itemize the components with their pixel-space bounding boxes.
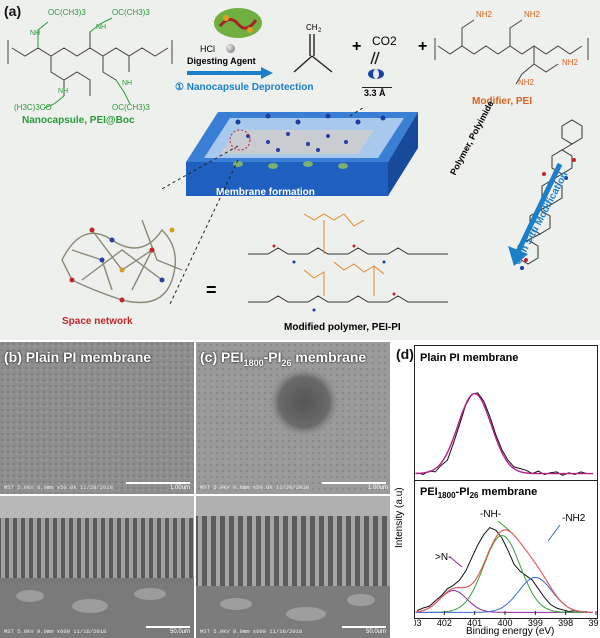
panel-c-top-scale: 1.00um <box>368 485 389 491</box>
svg-text:2: 2 <box>318 28 322 34</box>
modifier-label: Modifier, PEI <box>472 96 533 107</box>
hcl-label: HCl <box>200 44 215 54</box>
boc-group-2: OC(CH3)3 <box>112 8 150 17</box>
peak-label-secondary: -NH- <box>480 509 502 520</box>
panel-a-label: (a) <box>4 3 22 19</box>
x-tick-label-1: 402 <box>437 618 452 628</box>
modification-arrow-icon <box>508 162 563 266</box>
equals-sign: = <box>206 280 217 300</box>
isobutylene-structure: CH 2 <box>293 23 333 73</box>
xps-bottom-raw-series <box>416 526 587 613</box>
xps-top-title: Plain PI membrane <box>420 352 519 364</box>
sem-crosssection-plain <box>0 496 194 638</box>
boc-group-4: OC(CH3)3 <box>112 103 150 112</box>
svg-text:CH: CH <box>306 23 318 32</box>
panel-b-top-scalebar <box>126 482 190 484</box>
xps-bottom-fit-envelope <box>415 529 593 613</box>
space-network-image <box>61 219 183 304</box>
x-tick-label-4: 399 <box>528 618 543 628</box>
x-tick-label-6: 397 <box>588 618 598 628</box>
spacing-label: 3.3 Å <box>364 88 386 98</box>
nh2-label-2: NH2 <box>524 10 541 19</box>
spacing-bar <box>362 87 392 88</box>
nh2-label-3: NH2 <box>518 78 535 87</box>
pointer-secondary <box>497 520 511 532</box>
plus-sign-2: + <box>418 38 428 55</box>
panel-d-label: (d) <box>396 346 414 362</box>
nh-label-3: NH <box>58 88 69 95</box>
co2-molecule-icon <box>368 51 384 79</box>
panel-b-title: (b) Plain PI membrane <box>4 349 152 365</box>
panel-c-bottom-scalebar <box>342 626 386 628</box>
x-tick-label-0: 403 <box>414 618 422 628</box>
modified-polymer-label: Modified polymer, PEI-PI <box>284 322 401 333</box>
nanocapsule-label: Nanocapsule, PEI@Boc <box>22 115 135 126</box>
co2-label: CO2 <box>372 34 397 48</box>
membrane-formation-label: Membrane formation <box>216 187 315 198</box>
panel-b-bottom-meta: MST 5.0kV 9.0mm x600 11/16/2018 <box>4 628 107 635</box>
sem-surface-plain <box>0 342 194 494</box>
xps-y-axis-label: Intensity (a.u) <box>394 487 405 548</box>
x-tick-label-2: 401 <box>467 618 482 628</box>
xps-chart: 403 402 401 400 399 398 397 <box>414 392 598 628</box>
pointer-tertiary <box>449 556 463 568</box>
x-tick-label-3: 400 <box>497 618 512 628</box>
plus-sign-1: + <box>352 38 362 55</box>
modified-polymer-structure <box>248 213 448 312</box>
nh-label-2: NH <box>96 24 107 31</box>
boc-group-3: (H3C)3CO <box>14 103 52 112</box>
panel-c-bottom-meta: MST 5.0kV 8.9mm x600 11/16/2018 <box>200 628 303 635</box>
nh-label-4: NH <box>122 80 133 87</box>
nanocapsule-structure <box>7 17 173 109</box>
xps-chart-frame <box>414 345 598 619</box>
digesting-agent-label: Digesting Agent <box>187 56 256 66</box>
sem-surface-modified <box>196 342 390 494</box>
digesting-agent-icon <box>214 8 262 38</box>
panel-c-top-scalebar <box>322 482 386 484</box>
deprotection-arrow-icon <box>187 67 273 79</box>
xps-top-fit-envelope <box>415 392 593 475</box>
sem-crosssection-modified <box>196 496 390 638</box>
peak-label-primary: -NH2 <box>562 513 586 524</box>
membrane-slab <box>186 112 418 196</box>
nh2-label-4: NH2 <box>562 58 579 67</box>
xps-x-axis-label: Binding energy (eV) <box>466 626 555 637</box>
xps-bottom-title: PEI1800-PI26 membrane <box>420 486 538 501</box>
x-tick-label-5: 398 <box>558 618 573 628</box>
xps-bottom-component-1 <box>415 534 593 613</box>
panel-b-bottom-scale: 50.0um <box>170 629 191 635</box>
panel-b-top-scale: 1.00um <box>170 485 191 491</box>
panel-b-top-meta: MST 5.0kV 8.9mm x50.0k 11/20/2018 <box>4 484 113 491</box>
callout-dashed-lines <box>159 108 364 305</box>
nh-label-1: NH <box>30 30 41 37</box>
modifier-pei-structure <box>434 19 589 85</box>
xps-top-raw-series <box>416 392 588 476</box>
xps-divider <box>414 480 598 481</box>
proton-sphere-icon <box>226 44 235 53</box>
step1-label: ① Nanocapsule Deprotection <box>175 82 314 93</box>
panel-c-title: (c) PEI1800-PI26 membrane <box>200 349 367 368</box>
boc-group-1: OC(CH3)3 <box>48 8 86 17</box>
pointer-primary <box>547 524 561 542</box>
panel-b-bottom-scalebar <box>146 626 190 628</box>
xps-bottom-component-0 <box>415 589 593 613</box>
space-network-label: Space network <box>62 316 133 327</box>
nh2-label-1: NH2 <box>476 10 493 19</box>
panel-c-top-meta: MST 5.0kV 8.8mm x50.0k 11/20/2018 <box>200 484 309 491</box>
panel-c-bottom-scale: 50.0um <box>366 629 387 635</box>
peak-label-tertiary: >N- <box>435 552 452 563</box>
